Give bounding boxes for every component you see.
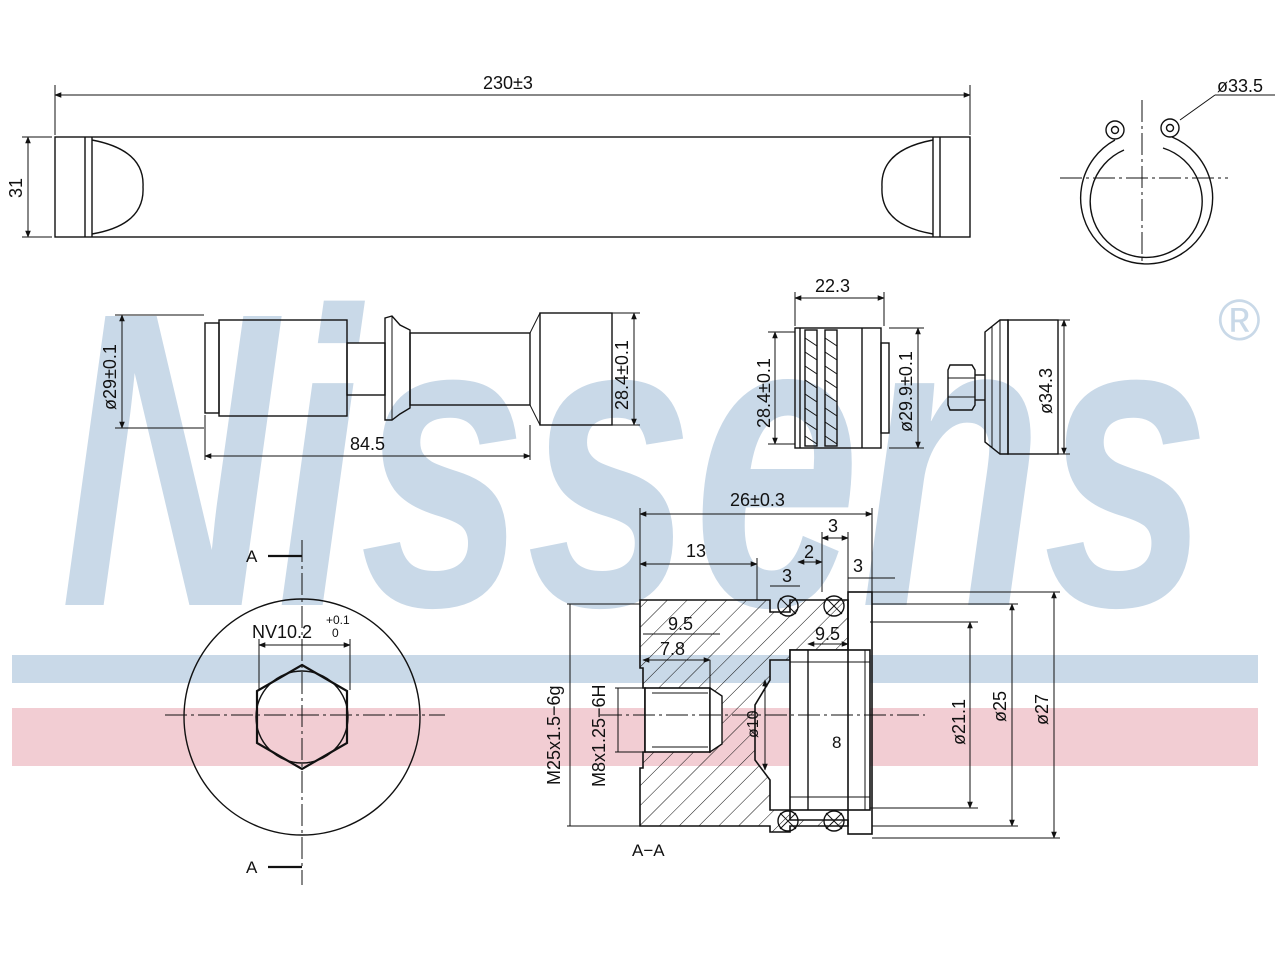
section-title: A−A (632, 841, 665, 860)
section-mark-top: A (246, 547, 258, 566)
section-width-label: 26±0.3 (730, 490, 785, 510)
top-height-label: 31 (6, 178, 26, 198)
dim-3-right-label: 3 (853, 556, 863, 576)
filter-view: ø29±0.1 84.5 28.4±0.1 (100, 312, 640, 460)
registered-mark: ® (1218, 288, 1261, 353)
seal-width-label: 22.3 (815, 276, 850, 296)
dim-9-5-left-label: 9.5 (668, 614, 693, 634)
watermark-red-band (12, 708, 1258, 766)
section-view: 26±0.3 13 3 2 3 3 9.5 7.8 9.5 M25x1.5−6g… (544, 490, 1060, 860)
dia-25-label: ø25 (990, 691, 1010, 722)
bore-diameter-label: ø10 (745, 710, 762, 738)
hex-tol-upper: +0.1 (326, 613, 350, 627)
hex-size-label: NV10.2 (252, 622, 312, 642)
seal-side-view: 22.3 28.4±0.1 ø29.9±0.1 (754, 276, 924, 449)
dim-7-8-label: 7.8 (660, 639, 685, 659)
inner-thread-label: M8x1.25−6H (589, 684, 609, 787)
top-view: 230±3 31 (6, 73, 971, 238)
top-length-label: 230±3 (483, 73, 533, 93)
watermark-blue-band (12, 655, 1258, 683)
outer-thread-label: M25x1.5−6g (544, 685, 564, 785)
brand-watermark: Nissens ® (12, 226, 1261, 766)
watermark-logo-text: Nissens (60, 226, 1210, 695)
section-mark-bottom: A (246, 858, 258, 877)
dim-9-5-right-label: 9.5 (815, 624, 840, 644)
cap-diameter-label: ø34.3 (1036, 368, 1056, 414)
end-view: NV10.2 +0.1 0 A A (165, 540, 445, 885)
dim-13-label: 13 (686, 541, 706, 561)
dim-3-top-label: 3 (828, 516, 838, 536)
dim-3-left-label: 3 (782, 566, 792, 586)
clip-diameter-label: ø33.5 (1217, 76, 1263, 96)
dia-21-1-label: ø21.1 (949, 699, 969, 745)
dim-2-label: 2 (804, 542, 814, 562)
filter-diameter-label: ø29±0.1 (100, 344, 120, 410)
cap-side-view: ø34.3 (947, 319, 1070, 455)
clip-view: ø33.5 (1060, 76, 1275, 265)
filter-length-label: 84.5 (350, 434, 385, 454)
seal-right-diameter-label: ø29.9±0.1 (896, 351, 916, 432)
hex-depth-label: 8 (832, 733, 841, 752)
dia-27-label: ø27 (1032, 694, 1052, 725)
hex-tol-lower: 0 (332, 626, 339, 640)
filter-right-diameter-label: 28.4±0.1 (612, 340, 632, 410)
seal-left-diameter-label: 28.4±0.1 (754, 358, 774, 428)
